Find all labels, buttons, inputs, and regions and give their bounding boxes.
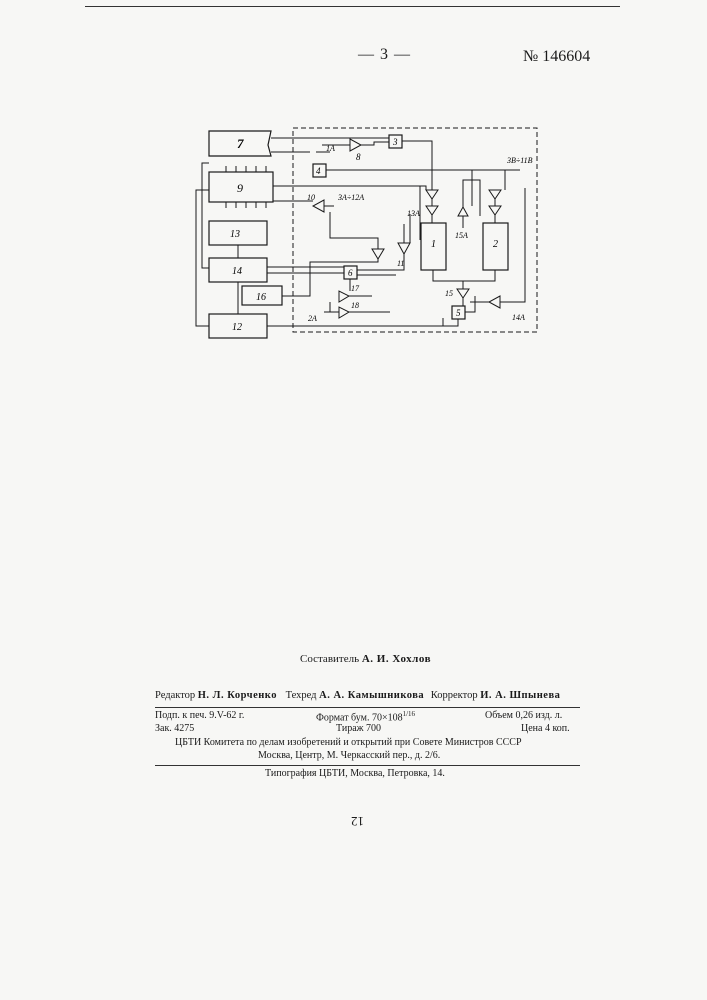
compiler-name: А. И. Хохлов <box>362 653 431 665</box>
amp-b <box>426 190 438 199</box>
label-11: 11 <box>397 259 404 268</box>
compiler-label: Составитель <box>300 653 359 665</box>
block-4-label: 4 <box>316 166 321 176</box>
amp-14a <box>489 296 500 308</box>
techred-name: А. А. Камышникова <box>319 690 424 701</box>
label-1a: 1А <box>326 144 335 153</box>
printer-line: Типография ЦБТИ, Москва, Петровка, 14. <box>265 768 445 779</box>
label-15a: 15А <box>455 231 468 240</box>
editor-label: Редактор <box>155 690 195 701</box>
amp-c <box>426 206 438 215</box>
publisher-line-1: ЦБТИ Комитета по делам изобретений и отк… <box>175 737 522 748</box>
label-15: 15 <box>445 289 453 298</box>
amp-8 <box>350 139 361 151</box>
order-number: Зак. 4275 <box>155 723 194 734</box>
techred-label: Техред <box>286 690 317 701</box>
label-8: 8 <box>356 152 361 162</box>
signed-date: Подп. к печ. 9.V-62 г. <box>155 710 244 721</box>
amp-15a <box>458 207 468 216</box>
amp-a <box>372 249 384 259</box>
credits-rule-bottom <box>155 765 580 766</box>
block-6-label: 6 <box>348 268 353 278</box>
label-18: 18 <box>351 301 359 310</box>
editor-name: Н. Л. Корченко <box>198 690 277 701</box>
label-3b11b: 3В÷11В <box>506 156 533 165</box>
block-1-label: 1 <box>431 239 436 250</box>
print-run: Тираж 700 <box>336 723 381 734</box>
amp-11 <box>398 243 410 254</box>
label-3a12a: 3А÷12А <box>337 193 364 202</box>
price: Цена 4 коп. <box>521 723 570 734</box>
block-9-label: 9 <box>237 181 243 195</box>
block-2-label: 2 <box>493 239 498 250</box>
block-13-label: 13 <box>230 229 240 240</box>
publisher-line-2: Москва, Центр, М. Черкасский пер., д. 2/… <box>258 750 440 761</box>
circuit-diagram: 7 9 13 14 16 12 1 2 3 4 6 5 8 1А 10 3А÷1… <box>0 0 707 640</box>
paper-format: Формат бум. 70×1081/16 <box>316 710 415 723</box>
amp-e <box>489 206 501 215</box>
wires <box>196 138 525 326</box>
block-16-label: 16 <box>256 292 266 303</box>
block-7-label: 7 <box>237 136 244 151</box>
staff-line: Редактор Н. Л. Корченко Техред А. А. Кам… <box>155 690 560 701</box>
label-14a: 14А <box>512 313 525 322</box>
block-12-label: 12 <box>232 322 242 333</box>
block-14-label: 14 <box>232 266 242 277</box>
amp-17 <box>339 291 349 302</box>
compiler-line: Составитель А. И. Хохлов <box>300 653 431 665</box>
block-5-label: 5 <box>456 308 461 318</box>
label-13a: 13А <box>407 209 420 218</box>
block-3-label: 3 <box>392 137 398 147</box>
corrector-name: И. А. Шпынева <box>480 690 560 701</box>
amp-d <box>489 190 501 199</box>
credits-rule-top <box>155 707 580 708</box>
amp-18 <box>339 307 349 318</box>
corrector-label: Корректор <box>431 690 478 701</box>
label-2a: 2А <box>308 314 317 323</box>
volume: Объем 0,26 изд. л. <box>485 710 562 721</box>
amp-15 <box>457 289 469 298</box>
label-17: 17 <box>351 284 360 293</box>
rotated-page-number: 12 <box>351 813 364 829</box>
label-10: 10 <box>307 193 315 202</box>
